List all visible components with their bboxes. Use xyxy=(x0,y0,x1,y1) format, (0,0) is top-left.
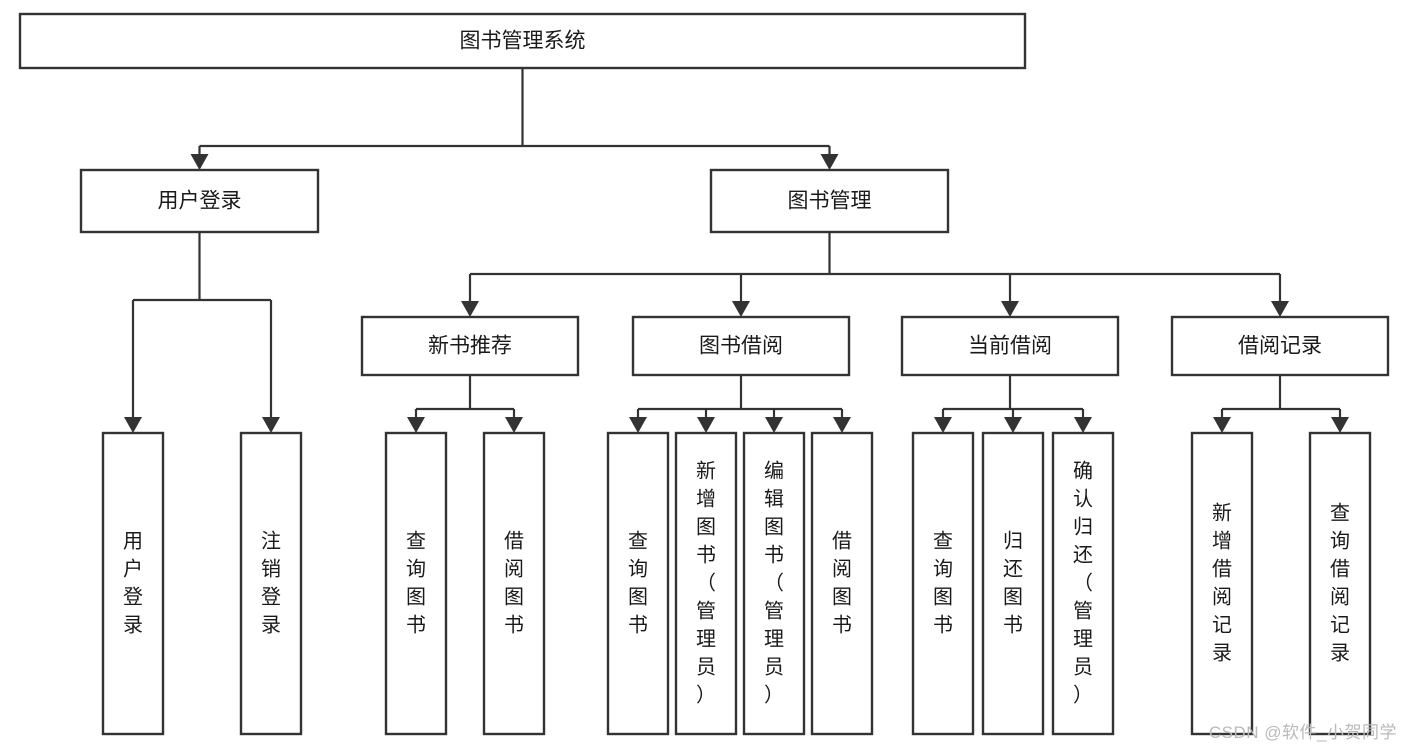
arrow-head-icon xyxy=(833,417,851,433)
node-label-current-borrow: 当前借阅 xyxy=(968,335,1052,358)
arrow-head-icon xyxy=(1004,417,1022,433)
arrow-head-icon xyxy=(124,417,142,433)
arrow-head-icon xyxy=(1213,417,1231,433)
node-label-leaf-add-borrow-record: 新增借阅记录 xyxy=(1212,502,1232,665)
csdn-watermark: CSDN @软件_小贺同学 xyxy=(1208,723,1397,742)
node-box-leaf-edit-book xyxy=(742,431,806,736)
node-box-new-book-recommend xyxy=(360,315,580,377)
node-box-leaf-query-book-borrow xyxy=(606,431,670,736)
arrow-head-icon xyxy=(1074,417,1092,433)
node-leaf-confirm-return[interactable]: 确认归还（管理员） xyxy=(1051,431,1115,736)
node-label-user-login: 用户登录 xyxy=(158,190,242,213)
node-box-leaf-borrow-book-recommend xyxy=(482,431,546,736)
node-leaf-add-borrow-record[interactable]: 新增借阅记录 xyxy=(1190,431,1254,736)
node-leaf-query-book-recommend[interactable]: 查询图书 xyxy=(384,431,448,736)
node-leaf-query-book-borrow[interactable]: 查询图书 xyxy=(606,431,670,736)
node-box-leaf-query-book-current xyxy=(911,431,975,736)
arrow-head-icon xyxy=(765,417,783,433)
arrow-head-icon xyxy=(820,154,839,170)
node-label-root: 图书管理系统 xyxy=(460,30,586,53)
node-box-leaf-add-borrow-record xyxy=(1190,431,1254,736)
arrow-head-icon xyxy=(697,417,715,433)
node-current-borrow[interactable]: 当前借阅 xyxy=(900,315,1120,377)
node-box-book-borrow xyxy=(631,315,851,377)
arrow-head-icon xyxy=(461,301,479,317)
edges-layer xyxy=(124,68,1349,433)
node-box-leaf-user-login xyxy=(101,431,165,736)
node-label-leaf-confirm-return: 确认归还（管理员） xyxy=(1073,460,1093,707)
node-label-leaf-borrow-book: 借阅图书 xyxy=(832,530,852,637)
arrow-head-icon xyxy=(1331,417,1349,433)
node-box-leaf-confirm-return xyxy=(1051,431,1115,736)
node-book-borrow[interactable]: 图书借阅 xyxy=(631,315,851,377)
node-root[interactable]: 图书管理系统 xyxy=(18,12,1027,70)
node-leaf-add-book[interactable]: 新增图书（管理员） xyxy=(674,431,738,736)
node-label-new-book-recommend: 新书推荐 xyxy=(428,335,512,358)
node-box-leaf-user-logout xyxy=(239,431,303,736)
node-leaf-query-borrow-record[interactable]: 查询借阅记录 xyxy=(1308,431,1372,736)
node-label-book-borrow: 图书借阅 xyxy=(699,335,783,358)
arrow-head-icon xyxy=(1001,301,1019,317)
node-leaf-borrow-book-recommend[interactable]: 借阅图书 xyxy=(482,431,546,736)
node-leaf-user-login[interactable]: 用户登录 xyxy=(101,431,165,736)
node-leaf-edit-book[interactable]: 编辑图书（管理员） xyxy=(742,431,806,736)
node-label-leaf-user-login: 用户登录 xyxy=(123,531,143,637)
node-box-borrow-record xyxy=(1170,315,1390,377)
node-leaf-user-logout[interactable]: 注销登录 xyxy=(239,431,303,736)
node-leaf-query-book-current[interactable]: 查询图书 xyxy=(911,431,975,736)
node-box-user-login xyxy=(79,168,320,234)
node-new-book-recommend[interactable]: 新书推荐 xyxy=(360,315,580,377)
nodes-layer: 图书管理系统用户登录图书管理新书推荐图书借阅当前借阅借阅记录用户登录注销登录查询… xyxy=(18,12,1390,736)
node-borrow-record[interactable]: 借阅记录 xyxy=(1170,315,1390,377)
node-label-leaf-query-book-current: 查询图书 xyxy=(933,530,953,637)
node-box-leaf-return-book xyxy=(981,431,1045,736)
node-leaf-return-book[interactable]: 归还图书 xyxy=(981,431,1045,736)
node-leaf-borrow-book[interactable]: 借阅图书 xyxy=(810,431,874,736)
arrow-head-icon xyxy=(190,154,209,170)
arrow-head-icon xyxy=(1271,301,1289,317)
arrow-head-icon xyxy=(505,417,523,433)
arrow-head-icon xyxy=(732,301,750,317)
node-book-management[interactable]: 图书管理 xyxy=(709,168,950,234)
node-label-book-management: 图书管理 xyxy=(788,190,872,213)
node-box-book-management xyxy=(709,168,950,234)
node-label-leaf-query-book-borrow: 查询图书 xyxy=(628,530,648,637)
node-box-root xyxy=(18,12,1027,70)
node-label-leaf-add-book: 新增图书（管理员） xyxy=(696,460,716,707)
node-label-leaf-return-book: 归还图书 xyxy=(1003,530,1023,637)
node-box-leaf-query-borrow-record xyxy=(1308,431,1372,736)
node-box-leaf-borrow-book xyxy=(810,431,874,736)
arrow-head-icon xyxy=(934,417,952,433)
node-user-login[interactable]: 用户登录 xyxy=(79,168,320,234)
node-label-leaf-borrow-book-recommend: 借阅图书 xyxy=(504,530,524,637)
node-label-leaf-query-borrow-record: 查询借阅记录 xyxy=(1330,502,1350,665)
arrow-head-icon xyxy=(407,417,425,433)
node-box-leaf-add-book xyxy=(674,431,738,736)
node-label-leaf-user-logout: 注销登录 xyxy=(261,530,281,637)
node-box-current-borrow xyxy=(900,315,1120,377)
node-label-borrow-record: 借阅记录 xyxy=(1238,335,1322,358)
node-label-leaf-edit-book: 编辑图书（管理员） xyxy=(764,460,784,707)
node-label-leaf-query-book-recommend: 查询图书 xyxy=(406,530,426,637)
arrow-head-icon xyxy=(262,417,280,433)
node-box-leaf-query-book-recommend xyxy=(384,431,448,736)
arrow-head-icon xyxy=(629,417,647,433)
